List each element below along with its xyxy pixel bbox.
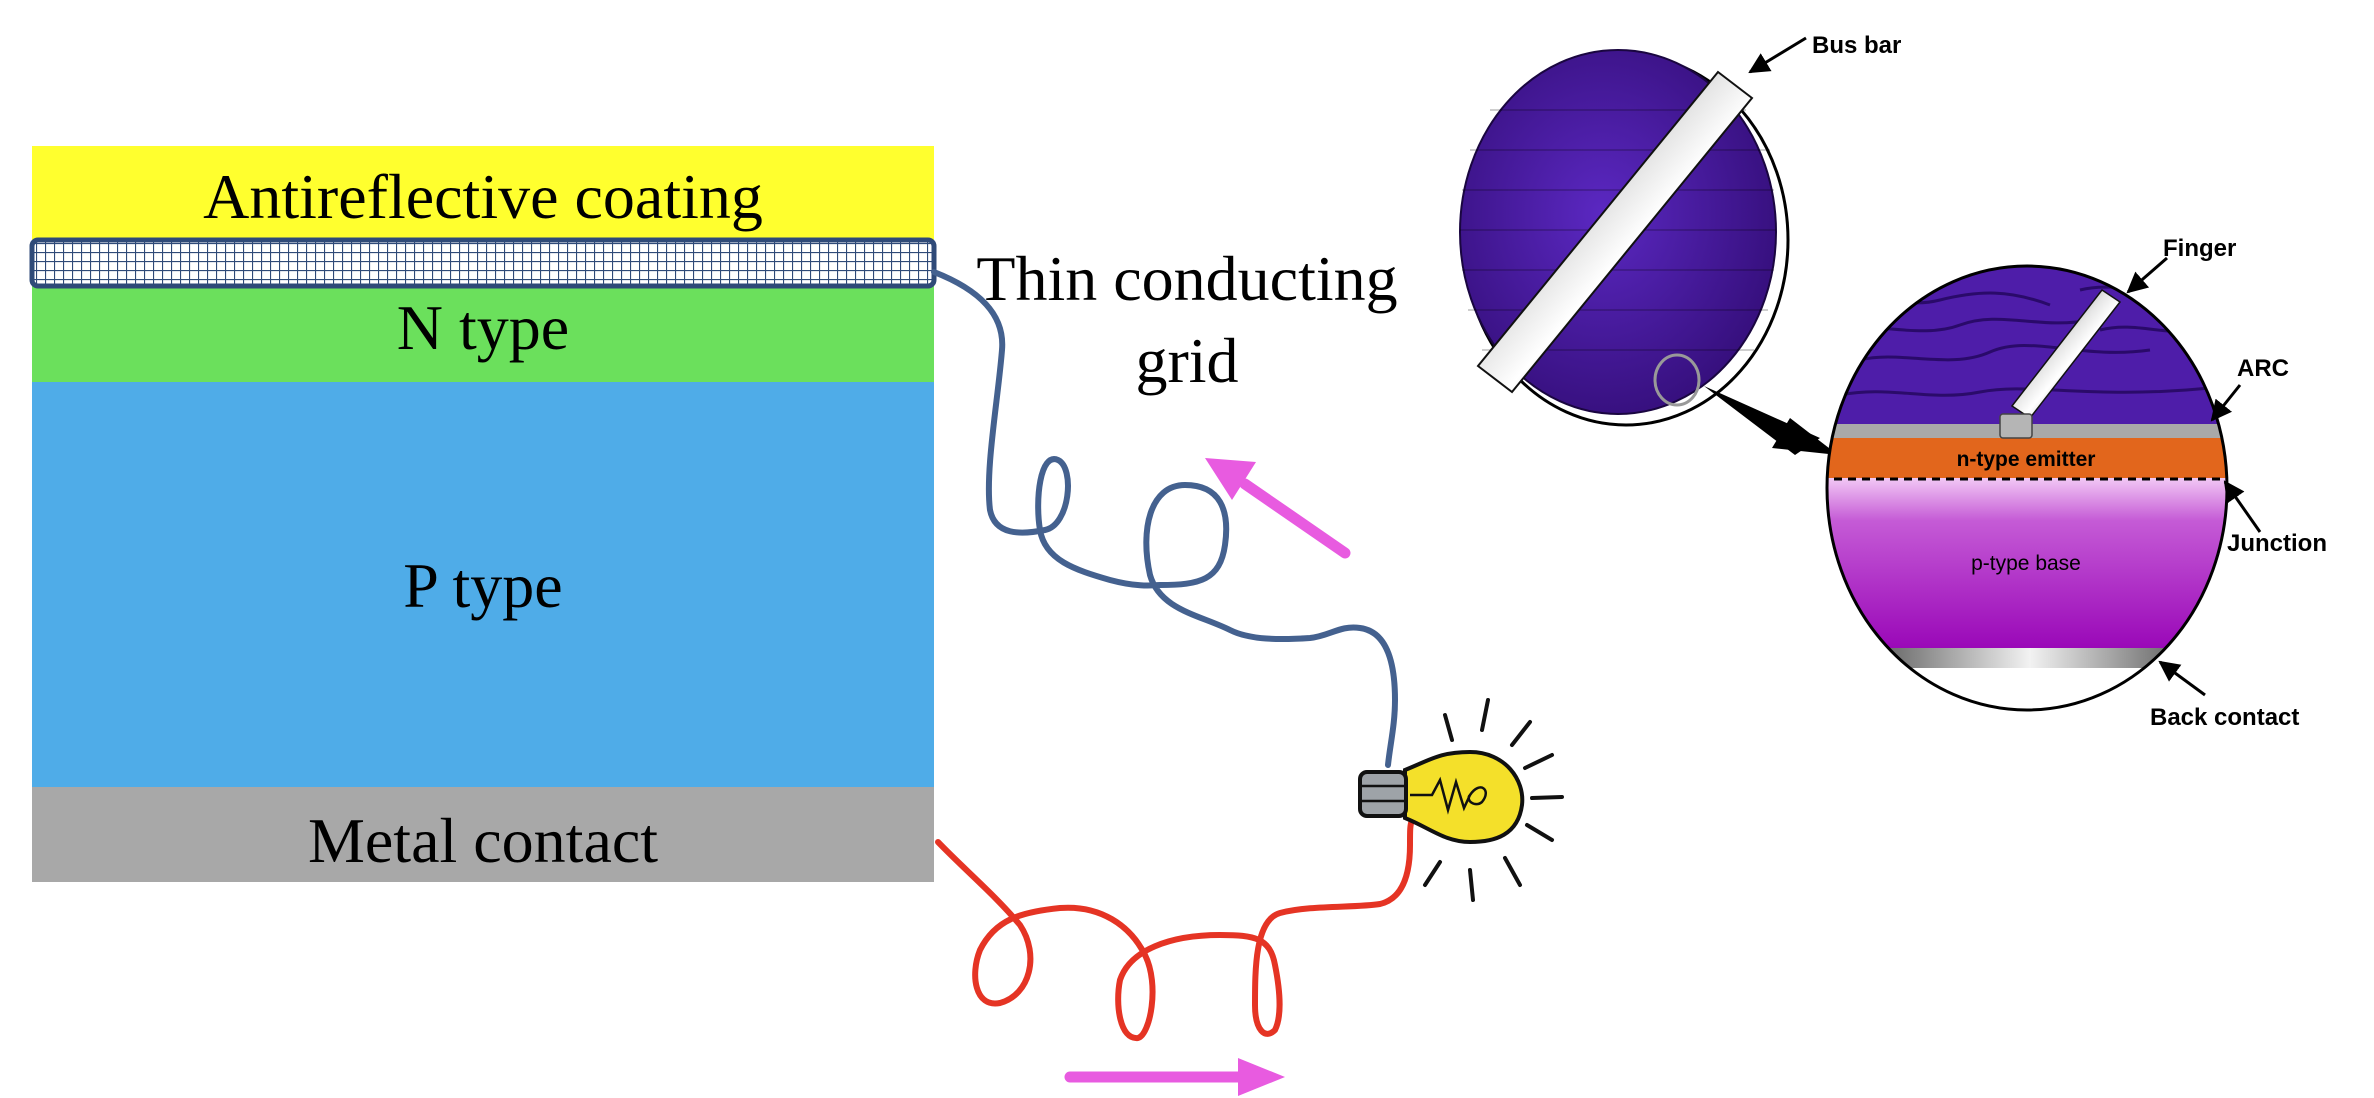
n-type-layer (32, 285, 934, 382)
back-contact-label: Back contact (2150, 704, 2299, 731)
solar-wafer (1459, 49, 1838, 455)
arc-callout-label: ARC (2237, 355, 2289, 382)
arrow-icon (1064, 1058, 1285, 1096)
bus-bar-label: Bus bar (1812, 32, 1901, 59)
n-type-emitter-label: n-type emitter (1957, 448, 2096, 471)
callouts (1748, 36, 2262, 697)
p-type-layer (32, 382, 934, 787)
finger-label: Finger (2163, 235, 2236, 262)
metal-contact-label: Metal contact (308, 805, 658, 876)
zoom-region-marker (1653, 353, 1701, 407)
light-bulb-icon (1358, 698, 1564, 902)
arrow-icon (1205, 458, 1351, 559)
antireflective-coating-layer (32, 146, 934, 240)
bus-bar (1476, 70, 1754, 394)
metal-contact-layer (32, 787, 934, 882)
grid-label-line2: grid (1135, 325, 1238, 396)
arc-label: Antireflective coating (203, 161, 763, 232)
cell-cross-section: n-type emitter p-type base (1825, 264, 2229, 712)
n-type-label: N type (397, 292, 569, 363)
junction-label: Junction (2227, 530, 2327, 557)
grid-label-line1: Thin conducting (976, 243, 1397, 314)
finger (1999, 288, 2122, 439)
p-type-label: P type (403, 550, 562, 621)
layer-stack: Antireflective coating N type P type Met… (29, 146, 937, 882)
blue-wire (931, 269, 1398, 768)
conducting-grid (29, 237, 937, 289)
red-wire (935, 817, 1415, 1041)
p-type-base-label: p-type base (1971, 552, 2081, 575)
